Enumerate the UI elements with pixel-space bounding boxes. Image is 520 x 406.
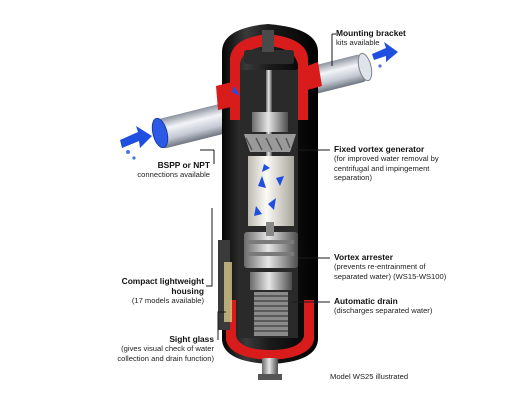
automatic-drain [250,272,292,336]
vortex-arrester [244,222,298,268]
callout-desc: (gives visual check of water collection … [117,344,214,363]
callout-vortex-arrester: Vortex arrester (prevents re-entrainment… [334,252,458,281]
callout-desc: (for improved water removal by centrifug… [334,154,439,183]
callout-desc: (prevents re-entrainment of separated wa… [334,262,447,281]
callout-desc: (17 models available) [131,296,204,305]
callout-desc: (discharges separated water) [334,306,433,315]
callout-title: Fixed vortex generator [334,144,425,154]
callout-housing: Compact lightweight housing (17 models a… [90,276,204,306]
flow-arrow-icon [120,42,398,216]
callout-vortex-generator: Fixed vortex generator (for improved wat… [334,144,456,183]
callout-mounting-bracket: Mounting bracket kits available [336,28,456,48]
callout-title: Compact lightweight housing [121,276,204,296]
callout-sight-glass: Sight glass (gives visual check of water… [104,334,214,363]
callout-desc: connections available [137,170,210,179]
callout-title: Vortex arrester [334,252,393,262]
callout-title: BSPP or NPT [157,160,210,170]
leader-lines [200,33,336,340]
housing-body [216,24,322,364]
callout-automatic-drain: Automatic drain (discharges separated wa… [334,296,460,316]
sight-glass-window [224,262,232,322]
vortex-generator [244,112,296,152]
callout-title: Mounting bracket [336,28,406,38]
callout-title: Automatic drain [334,296,398,306]
callout-connections: BSPP or NPT connections available [116,160,210,180]
callout-title: Sight glass [169,334,214,344]
model-caption: Model WS25 illustrated [330,372,409,381]
callout-desc: kits available [336,38,380,47]
inlet-pipe [151,101,238,149]
drain-outlet [262,358,278,376]
